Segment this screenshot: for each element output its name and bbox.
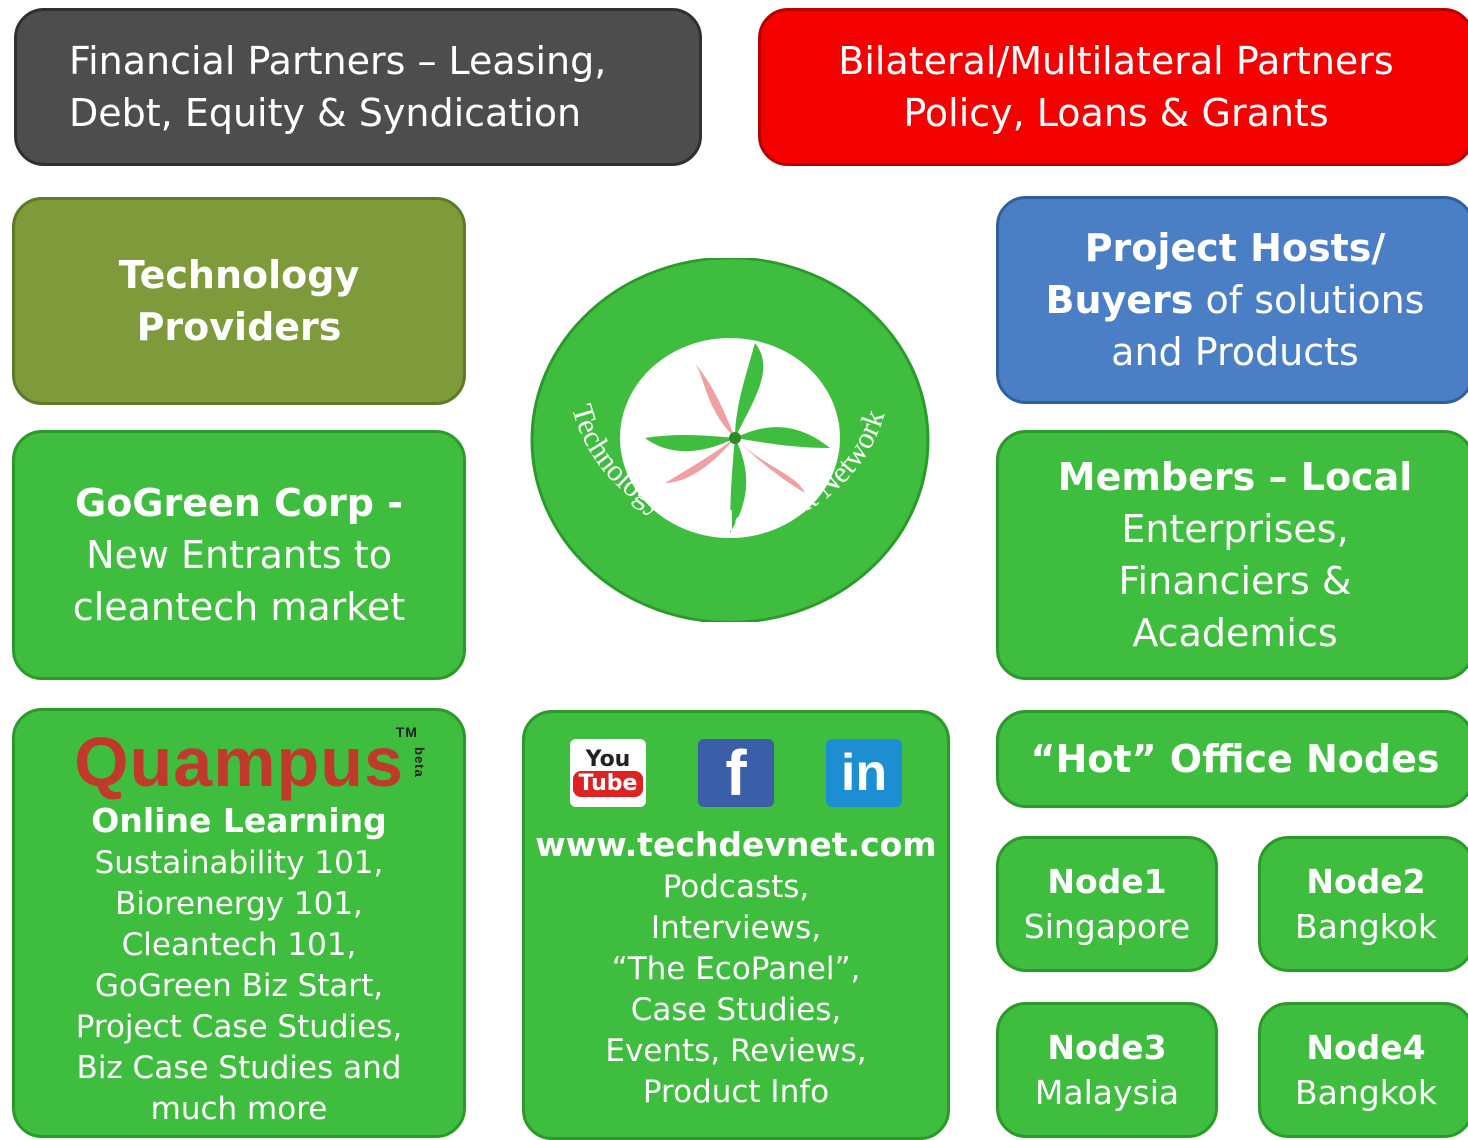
financial-line-2: Debt, Equity & Syndication [69,91,582,135]
node-1-box: Node1 Singapore [996,836,1218,972]
quampus-item: Sustainability 101, [94,845,384,881]
members-line-1: Members – Local [1057,455,1413,499]
quampus-online-learning-box: Quampus TM beta Online Learning Sustaina… [12,708,466,1138]
quampus-item: Biorenergy 101, [115,886,363,922]
facebook-icon[interactable]: f [698,737,774,809]
technology-line-1: Technology [118,253,360,297]
node-city: Bangkok [1295,1073,1437,1112]
pinwheel-icon [645,343,830,533]
node-2-box: Node2 Bangkok [1258,836,1468,972]
hosts-line-2: Buyers of solutions [1046,274,1425,326]
quampus-item: Cleantech 101, [121,927,357,963]
node-3-box: Node3 Malaysia [996,1002,1218,1138]
linkedin-icon[interactable]: in [826,739,902,807]
quampus-logo: Quampus TM beta [74,723,427,801]
hot-office-nodes-box: “Hot” Office Nodes [996,710,1468,808]
quampus-logo-tm: TM [395,724,418,740]
gogreen-line-1: GoGreen Corp - [75,481,403,525]
youtube-you: You [585,747,631,772]
gogreen-line-3: cleantech market [72,585,406,629]
quampus-item: Biz Case Studies and [76,1050,402,1086]
youtube-tube: Tube [572,771,644,797]
web-item: Case Studies, [630,992,842,1028]
technology-line-2: Providers [136,305,342,349]
bilateral-line-2: Policy, Loans & Grants [903,91,1329,135]
website-url[interactable]: www.techdevnet.com [535,825,937,864]
techdevnet-web-box: You Tube f in www.techdevnet.com Podcast… [522,710,950,1140]
web-item: Interviews, [650,910,822,946]
web-item: Product Info [642,1074,830,1110]
quampus-logo-text: Quampus [74,723,404,801]
node-city: Malaysia [1034,1073,1180,1112]
hosts-line-1: Project Hosts/ [1084,226,1386,270]
web-item: “The EcoPanel”, [611,951,861,987]
members-box: Members – Local Enterprises, Financiers … [996,430,1468,680]
bilateral-line-1: Bilateral/Multilateral Partners [838,39,1394,83]
youtube-icon[interactable]: You Tube [570,739,646,807]
bilateral-partners-box: Bilateral/Multilateral Partners Policy, … [758,8,1468,166]
members-line-2: Enterprises, [1121,507,1349,551]
hosts-line-3: and Products [1111,330,1359,374]
technology-development-network-logo: Technology Development Network [530,258,930,622]
hosts-line-2-rest: of solutions [1193,278,1425,322]
technology-providers-box: Technology Providers [12,197,466,405]
social-icons: You Tube f in [570,737,902,809]
financial-line-1: Financial Partners – Leasing, [69,39,607,83]
financial-partners-box: Financial Partners – Leasing, Debt, Equi… [14,8,702,166]
quampus-item: Project Case Studies, [75,1009,403,1045]
gogreen-line-2: New Entrants to [86,533,392,577]
hosts-buyers: Buyers [1045,278,1194,322]
quampus-logo-beta: beta [411,747,427,778]
web-item: Events, Reviews, [605,1033,867,1069]
node-name: Node4 [1306,1028,1426,1067]
project-hosts-box: Project Hosts/ Buyers of solutions and P… [996,196,1468,404]
members-line-4: Academics [1132,611,1338,655]
node-4-box: Node4 Bangkok [1258,1002,1468,1138]
node-city: Bangkok [1295,907,1437,946]
node-city: Singapore [1023,907,1191,946]
quampus-item: GoGreen Biz Start, [94,968,384,1004]
members-line-3: Financiers & [1118,559,1352,603]
hot-nodes-title: “Hot” Office Nodes [1030,737,1440,781]
node-name: Node3 [1047,1028,1167,1067]
node-name: Node1 [1047,862,1167,901]
node-name: Node2 [1306,862,1426,901]
gogreen-corp-box: GoGreen Corp - New Entrants to cleantech… [12,430,466,680]
online-learning-title: Online Learning [91,801,387,840]
quampus-item: much more [150,1091,328,1127]
web-item: Podcasts, [662,869,810,905]
